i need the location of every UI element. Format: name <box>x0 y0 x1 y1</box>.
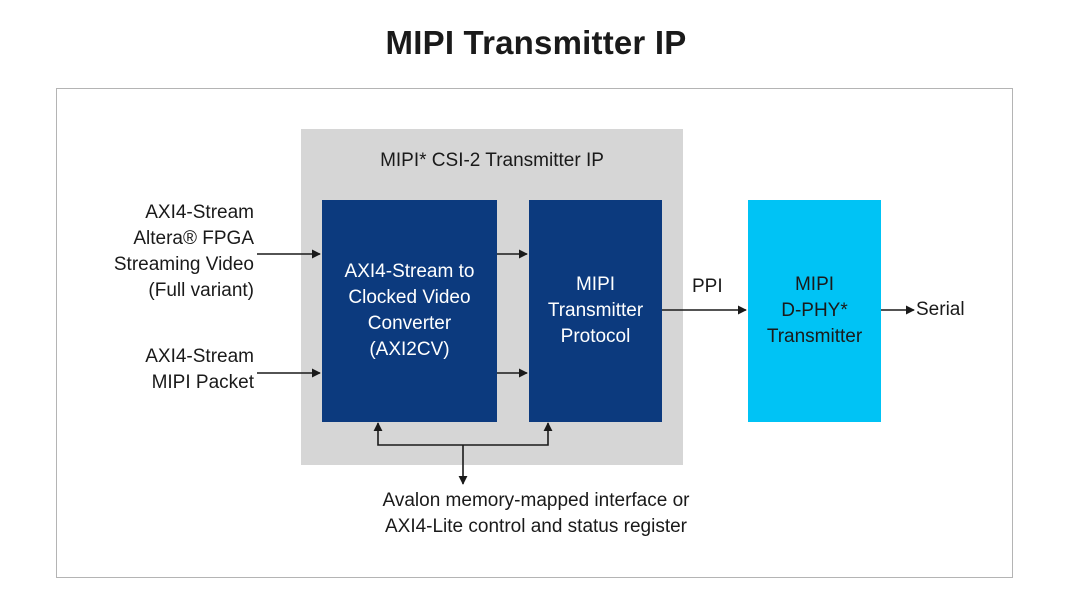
csi2-transmitter-label: MIPI* CSI-2 Transmitter IP <box>380 150 604 171</box>
dphy-transmitter-label: MIPI D-PHY* Transmitter <box>766 274 863 347</box>
ppi-label: PPI <box>692 276 723 297</box>
input-streaming-video-label: AXI4-Stream Altera® FPGA Streaming Video… <box>113 202 254 301</box>
transmitter-protocol-label: MIPI Transmitter Protocol <box>547 274 644 347</box>
input-mipi-packet-label: AXI4-Stream MIPI Packet <box>145 346 254 393</box>
control-bus-line <box>377 424 549 446</box>
serial-label: Serial <box>916 299 965 320</box>
diagram-title: MIPI Transmitter IP <box>385 24 687 61</box>
transmitter-protocol-block: MIPI Transmitter Protocol <box>529 200 662 422</box>
outer-frame <box>56 88 1013 578</box>
dphy-transmitter-block: MIPI D-PHY* Transmitter <box>748 200 881 422</box>
axi2cv-block: AXI4-Stream to Clocked Video Converter (… <box>322 200 497 422</box>
axi2cv-label: AXI4-Stream to Clocked Video Converter (… <box>344 261 475 360</box>
control-bus-label: Avalon memory-mapped interface or AXI4-L… <box>382 490 690 537</box>
